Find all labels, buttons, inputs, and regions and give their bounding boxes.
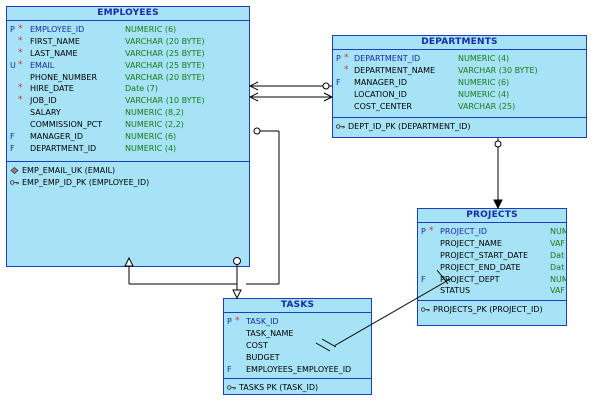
unique-key-icon [10,167,19,174]
column-row: BUDGET [246,352,280,362]
emp-task-right-relation [246,127,280,285]
projects-title: PROJECTS [418,209,566,223]
primary-key-icon [421,307,430,312]
emp-task-left-relation [124,256,242,300]
projects-keys: PROJECTS_PK (PROJECT_ID) [418,301,566,316]
column-row: P*TASK_ID [227,316,279,326]
proj-task-relation [315,269,453,352]
tasks-title: TASKS [224,299,371,313]
employees-title: EMPLOYEES [7,7,249,21]
primary-key-icon [227,385,236,390]
key-row: EMP_EMAIL_UK (EMAIL) [7,165,249,177]
tasks-keys: TASKS PK (TASK_ID) [224,379,371,394]
key-row: DEPT_ID_PK (DEPARTMENT_ID) [333,121,586,133]
primary-key-icon [10,179,19,185]
primary-key-icon [336,124,345,129]
column-row: TASK_NAME [246,328,294,338]
key-row: TASKS PK (TASK_ID) [224,382,371,394]
dept-proj-relation [493,138,503,210]
column-row: COST [246,340,268,350]
emp-dept-relation-2 [248,92,334,102]
departments-keys: DEPT_ID_PK (DEPARTMENT_ID) [333,118,586,133]
key-row: PROJECTS_PK (PROJECT_ID) [418,304,566,316]
key-row: EMP_EMP_ID_PK (EMPLOYEE_ID) [7,177,249,189]
employees-keys: EMP_EMAIL_UK (EMAIL) EMP_EMP_ID_PK (EMPL… [7,162,249,188]
emp-dept-relation-1 [248,81,332,91]
departments-title: DEPARTMENTS [333,36,586,50]
